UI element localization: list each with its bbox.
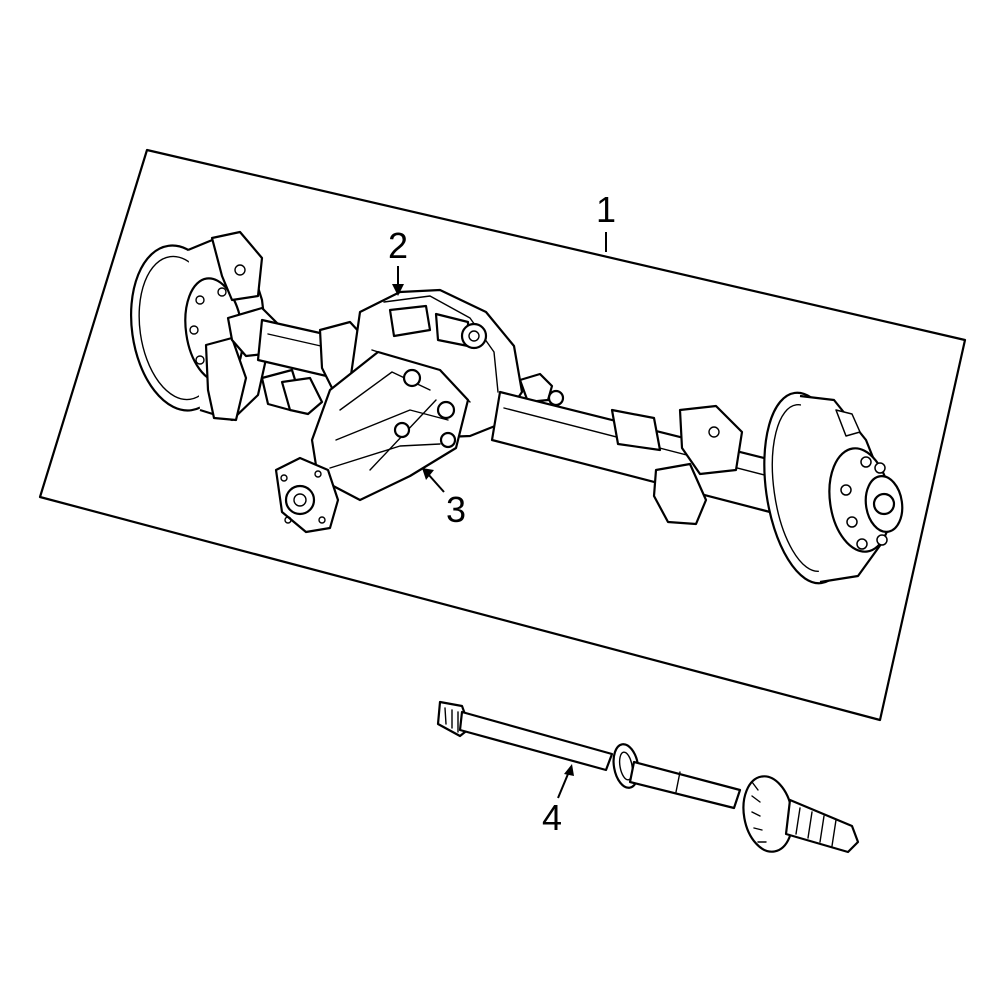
callout-3-label: 3 xyxy=(446,489,466,530)
callout-4-label: 4 xyxy=(542,797,562,838)
assembly-frame xyxy=(38,148,967,722)
differential-carrier xyxy=(274,350,470,534)
callout-3-arrowhead xyxy=(422,468,434,480)
left-spring-bracket xyxy=(204,230,324,422)
axle-assembly-icon[interactable] xyxy=(121,230,906,589)
callout-2: 2 xyxy=(388,225,408,296)
callout-2-label: 2 xyxy=(388,225,408,266)
callout-4-arrowhead xyxy=(564,764,574,776)
right-brake-drum xyxy=(763,391,904,585)
callout-4: 4 xyxy=(542,764,574,838)
axle-shaft-icon[interactable] xyxy=(436,700,860,856)
callout-2-arrowhead xyxy=(392,284,404,296)
callout-1-label: 1 xyxy=(596,189,616,230)
callout-3: 3 xyxy=(422,468,466,530)
right-spring-bracket xyxy=(652,404,744,526)
callout-1: 1 xyxy=(596,189,616,252)
